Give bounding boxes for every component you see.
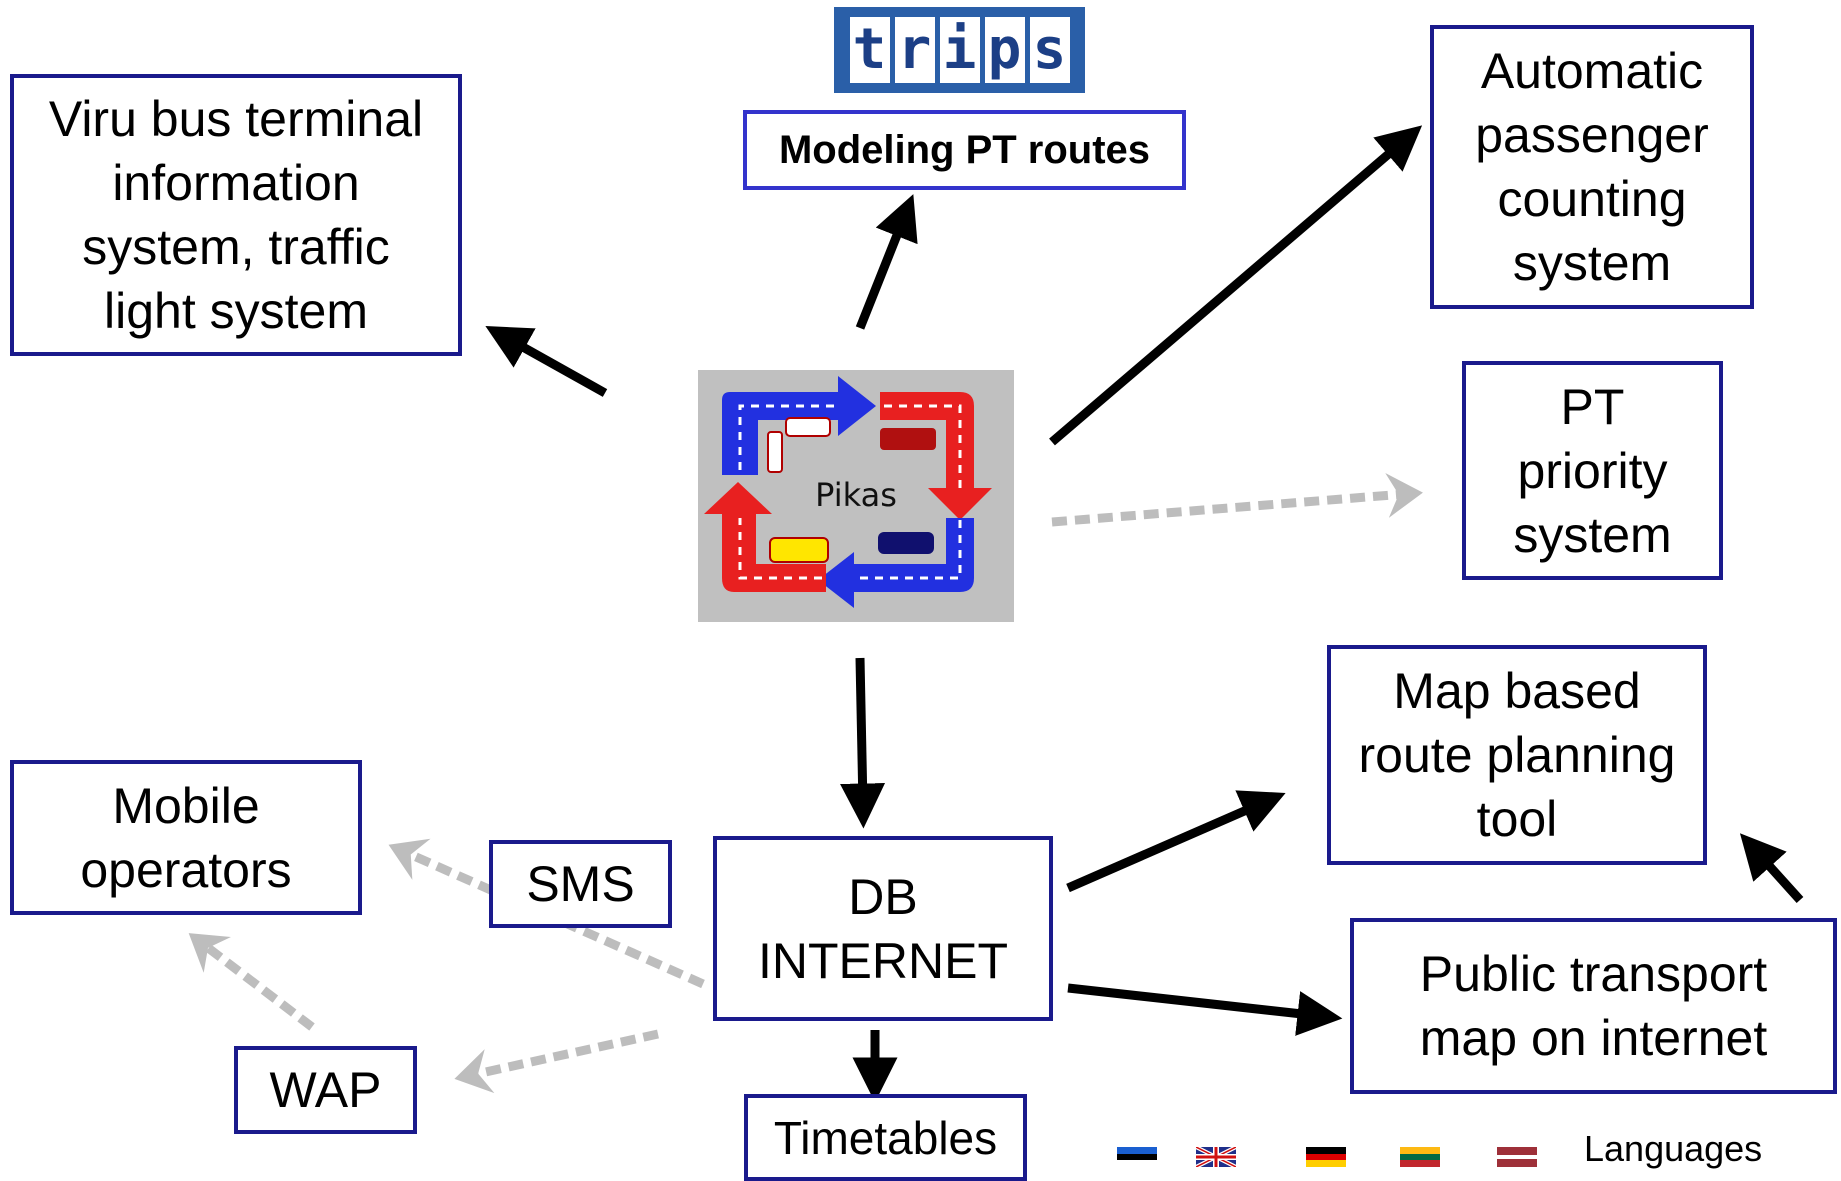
arrow-db-to-map-planning: [1066, 790, 1286, 893]
sms-label: SMS: [526, 856, 635, 912]
arrow-pikas-to-modeling: [855, 194, 918, 330]
pt-priority-box: PT priority system: [1462, 361, 1723, 580]
timetables-label: Timetables: [773, 1111, 998, 1164]
sms-box: SMS: [489, 840, 672, 928]
dashed-arrow-pikas-to-priority: [1051, 472, 1423, 527]
dashed-arrow-db-to-wap: [454, 1029, 659, 1094]
modeling-pt-routes-box: Modeling PT routes: [743, 110, 1186, 190]
timetables-box: Timetables: [744, 1094, 1027, 1181]
logo-letter: r: [894, 17, 935, 83]
map-route-planning-box: Map based route planning tool: [1327, 645, 1707, 865]
logo-letter: p: [984, 17, 1025, 83]
arrow-pikas-to-db: [840, 657, 886, 829]
arrow-db-to-pt-map: [1067, 983, 1343, 1036]
db-internet-box: DB INTERNET: [713, 836, 1053, 1021]
pikas-road-loop-icon: [704, 376, 992, 608]
viru-terminal-box: Viru bus terminal information system, tr…: [10, 74, 462, 356]
apc-system-label: Automatic passenger counting system: [1475, 43, 1709, 291]
pikas-image: Pikas: [698, 370, 1014, 622]
mobile-operators-box: Mobile operators: [10, 760, 362, 915]
germany-flag-icon: [1306, 1147, 1346, 1167]
wap-label: WAP: [269, 1062, 382, 1118]
db-internet-label: DB INTERNET: [758, 868, 1008, 989]
modeling-pt-routes-label: Modeling PT routes: [778, 128, 1151, 172]
latvia-flag-icon: [1497, 1147, 1537, 1167]
logo-letter: i: [939, 17, 980, 83]
uk-flag-icon: [1196, 1147, 1236, 1167]
trips-logo: t r i p s: [834, 7, 1085, 93]
apc-system-box: Automatic passenger counting system: [1430, 25, 1754, 309]
map-route-planning-label: Map based route planning tool: [1358, 663, 1676, 847]
dashed-arrow-wap-to-mobile: [188, 933, 315, 1031]
wap-box: WAP: [234, 1046, 417, 1134]
logo-letter: s: [1029, 17, 1070, 83]
arrow-pt-map-to-map-planning: [1739, 833, 1804, 904]
arrow-pikas-to-viru: [485, 326, 608, 397]
languages-label: Languages: [1584, 1128, 1763, 1169]
mobile-operators-label: Mobile operators: [80, 777, 292, 898]
pikas-label: Pikas: [815, 476, 897, 514]
lithuania-flag-icon: [1400, 1147, 1440, 1167]
estonia-flag-icon: [1117, 1147, 1157, 1167]
pt-priority-label: PT priority system: [1513, 378, 1672, 563]
logo-letter: t: [849, 17, 890, 83]
arrow-pikas-to-apc: [1049, 125, 1423, 446]
viru-terminal-label: Viru bus terminal information system, tr…: [48, 91, 424, 339]
pt-map-internet-box: Public transport map on internet: [1350, 918, 1837, 1094]
pt-map-internet-label: Public transport map on internet: [1419, 946, 1768, 1066]
